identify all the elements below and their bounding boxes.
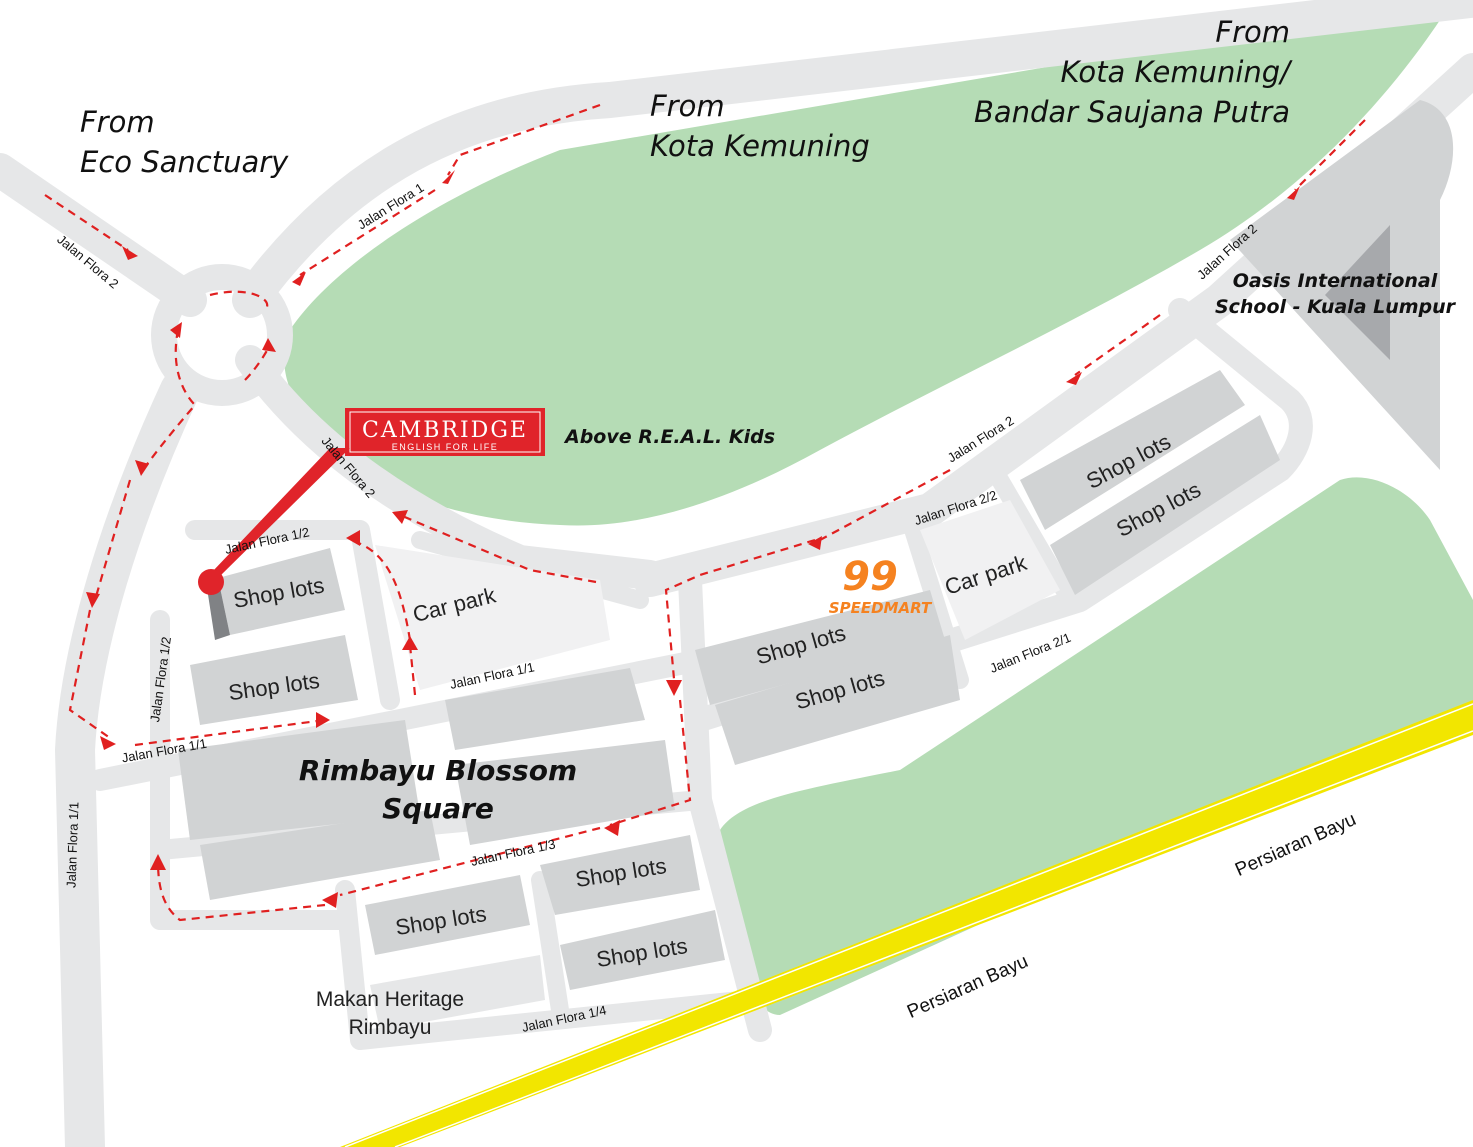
oasis-label-line-2: School - Kuala Lumpur	[1215, 296, 1457, 318]
highway-label: Persiaran Bayu	[904, 951, 1031, 1023]
oasis-label-line-1: Oasis International	[1233, 270, 1438, 292]
above-real-kids-label: Above R.E.A.L. Kids	[563, 426, 775, 448]
makan-label-line-1: Makan Heritage	[316, 988, 464, 1011]
rimbayu-label-line-2: Square	[382, 792, 494, 825]
origin-eco-line-2: Eco Sanctuary	[80, 145, 289, 179]
park-south	[720, 477, 1473, 1016]
origin-kota-bsp-line-2: Kota Kemuning/	[1060, 55, 1293, 89]
roundabout	[151, 264, 293, 406]
route-arrows	[86, 170, 1300, 908]
origin-kota-bsp-line-1: From	[1215, 15, 1290, 49]
origin-kota-bsp-line-3: Bandar Saujana Putra	[974, 95, 1290, 129]
speedmart-logo-word: SPEEDMART	[829, 599, 933, 617]
speedmart-logo-number: 99	[842, 554, 898, 600]
location-pin-icon	[198, 569, 224, 595]
cambridge-logo-title: CAMBRIDGE	[362, 418, 528, 443]
road-label-jalan-flora-1-1: Jalan Flora 1/1	[64, 802, 82, 888]
cambridge-logo: CAMBRIDGE ENGLISH FOR LIFE	[345, 408, 545, 456]
rimbayu-label-line-1: Rimbayu Blossom	[299, 754, 577, 787]
park-north	[284, 0, 1440, 526]
highway-edge-2	[394, 730, 1473, 1147]
car-park-east-area	[920, 500, 1060, 640]
origin-eco-line-1: From	[80, 105, 155, 139]
shop-blocks	[178, 370, 1280, 1030]
speedmart-logo: 99 SPEEDMART	[829, 554, 933, 617]
highway-edge-1	[344, 703, 1473, 1147]
car-park-west-area	[375, 545, 610, 690]
highway-persiaran-bayu	[340, 700, 1473, 1147]
origin-kota-line-1: From	[650, 89, 725, 123]
oasis-school-shadow	[1325, 225, 1390, 360]
route-lines	[44, 103, 1366, 922]
makan-label-line-2: Rimbayu	[349, 1016, 432, 1039]
cambridge-logo-subtitle: ENGLISH FOR LIFE	[392, 442, 499, 452]
origin-kota-line-2: Kota Kemuning	[650, 129, 870, 163]
cambridge-pointer	[212, 448, 350, 578]
